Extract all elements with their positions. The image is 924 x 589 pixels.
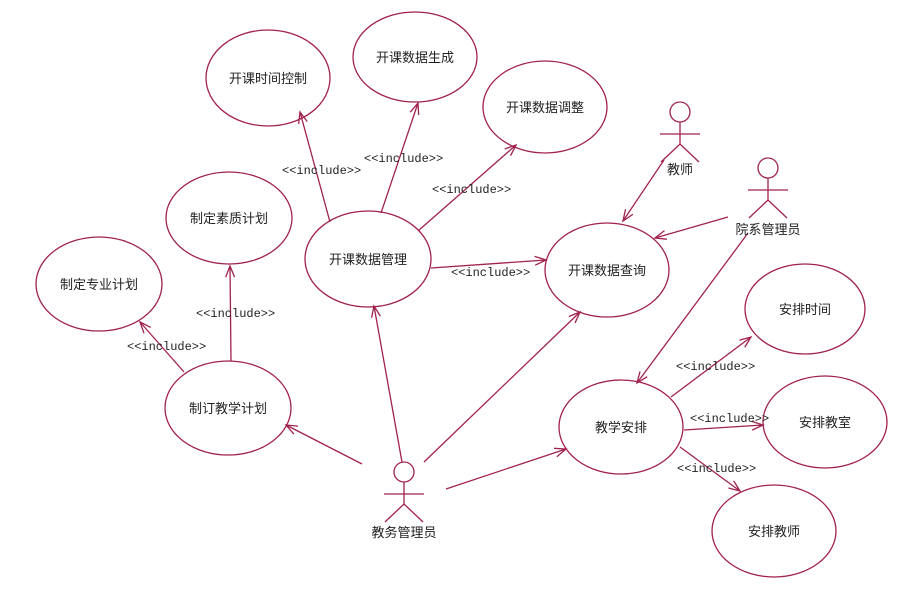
use-case-arrange_room[interactable]: [762, 375, 888, 469]
actor-label-dept_admin: 院系管理员: [735, 223, 800, 238]
actor-head-icon: [393, 461, 415, 483]
include-label: <<include>>: [432, 183, 511, 197]
association-line: [445, 448, 567, 490]
use-case-label-teaching_arrange: 教学安排: [595, 420, 647, 436]
use-case-teaching_plan[interactable]: [164, 360, 292, 456]
include-label: <<include>>: [676, 360, 755, 374]
use-case-label-data_adjust: 开课数据调整: [506, 101, 584, 116]
include-label: <<include>>: [364, 152, 443, 166]
use-case-label-major_plan: 制定专业计划: [60, 278, 138, 293]
include-relation: [679, 446, 741, 492]
include-relation: [139, 321, 185, 373]
include-relation: [430, 259, 547, 269]
use-case-data_gen[interactable]: [352, 11, 478, 103]
association-line: [423, 311, 581, 463]
association-line: [285, 424, 363, 465]
include-relation: [683, 424, 764, 431]
use-case-data_query[interactable]: [544, 222, 670, 318]
use-case-label-time_control: 开课时间控制: [229, 72, 307, 87]
arrow-head-icon: [225, 264, 236, 278]
arrow-head-icon: [739, 335, 753, 348]
arrow-head-icon: [728, 480, 742, 493]
arrow-head-icon: [534, 255, 548, 266]
include-label: <<include>>: [196, 307, 275, 321]
arrow-head-icon: [409, 101, 420, 116]
include-label: <<include>>: [282, 164, 361, 178]
arrow-head-icon: [653, 230, 668, 240]
include-label: <<include>>: [127, 340, 206, 354]
use-case-time_control[interactable]: [205, 29, 331, 127]
use-case-label-data_manage: 开课数据管理: [329, 253, 407, 268]
include-label: <<include>>: [690, 412, 769, 426]
actor-label-academic_admin: 教务管理员: [371, 525, 436, 541]
arrow-head-icon: [297, 110, 308, 124]
actor-legs-icon: [660, 143, 700, 163]
actor-head-icon: [669, 101, 691, 123]
include-relation: [299, 111, 331, 223]
arrow-head-icon: [751, 420, 765, 431]
actor-head-icon: [757, 157, 779, 179]
use-case-arrange_teacher[interactable]: [711, 484, 837, 578]
use-case-quality_plan[interactable]: [165, 171, 293, 265]
use-case-label-arrange_teacher: 安排教师: [748, 524, 800, 540]
arrow-head-icon: [568, 310, 582, 324]
include-relation: [670, 336, 752, 398]
association-line: [622, 159, 665, 222]
arrow-head-icon: [635, 371, 648, 385]
actor-label-teacher: 教师: [667, 162, 693, 178]
use-case-data_manage[interactable]: [304, 210, 432, 308]
arrow-head-icon: [553, 447, 568, 458]
association-line: [636, 232, 749, 384]
use-case-label-arrange_room: 安排教室: [799, 415, 851, 431]
association-line: [373, 305, 403, 463]
include-relation: [229, 265, 232, 362]
arrow-head-icon: [284, 424, 299, 435]
arrow-head-icon: [504, 143, 518, 156]
use-case-label-data_gen: 开课数据生成: [376, 51, 454, 66]
actor-legs-icon: [748, 199, 788, 219]
use-case-label-teaching_plan: 制订教学计划: [189, 401, 267, 417]
arrow-head-icon: [370, 304, 381, 318]
association-line: [654, 216, 729, 239]
include-relation: [417, 144, 517, 232]
arrow-head-icon: [138, 320, 151, 334]
use-case-data_adjust[interactable]: [482, 60, 608, 154]
use-case-label-arrange_time: 安排时间: [779, 303, 831, 318]
use-case-major_plan[interactable]: [35, 236, 163, 332]
include-label: <<include>>: [451, 266, 530, 280]
use-case-teaching_arrange[interactable]: [558, 379, 684, 475]
arrow-head-icon: [622, 209, 634, 223]
include-relation: [380, 102, 419, 214]
use-case-label-data_query: 开课数据查询: [568, 264, 646, 279]
actor-legs-icon: [384, 503, 424, 523]
include-label: <<include>>: [677, 462, 756, 476]
use-case-arrange_time[interactable]: [744, 263, 866, 355]
use-case-label-quality_plan: 制定素质计划: [190, 212, 268, 227]
